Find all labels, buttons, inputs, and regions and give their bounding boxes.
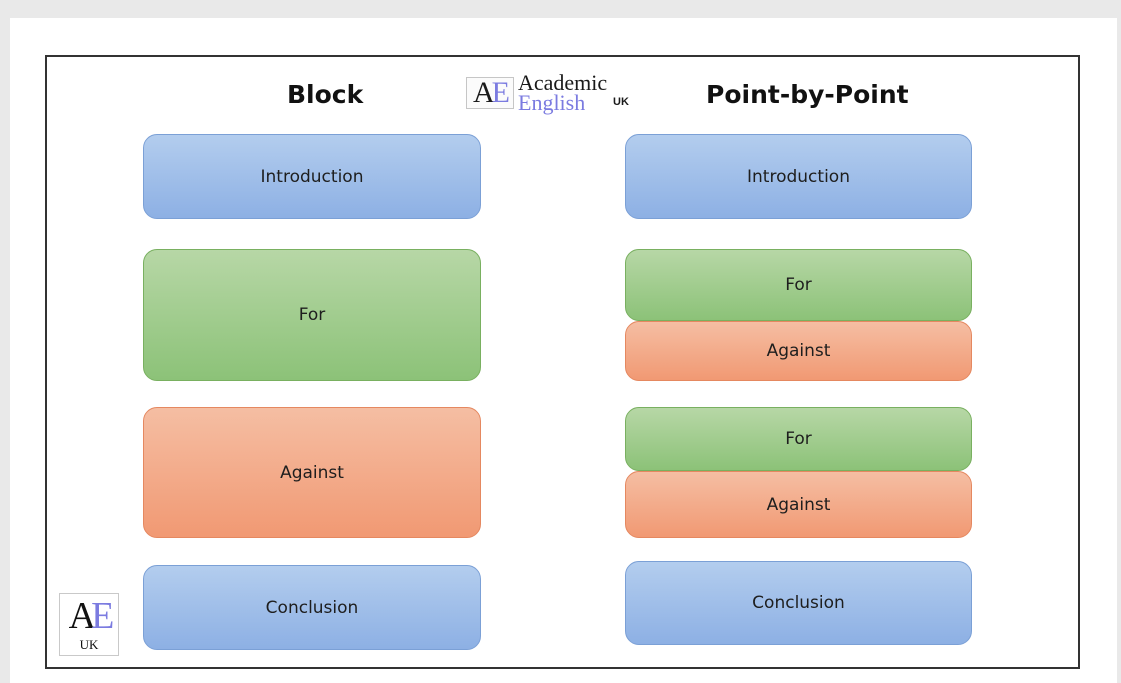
- pbp-for-box-1: For: [625, 249, 972, 321]
- pbp-against-box-2: Against: [625, 471, 972, 538]
- block-against-box: Against: [143, 407, 481, 538]
- corner-logo-letter-a: A: [68, 595, 97, 637]
- block-for-box: For: [143, 249, 481, 381]
- corner-logo-uk-text: UK: [79, 637, 99, 652]
- block-conclusion-box: Conclusion: [143, 565, 481, 650]
- logo-text-uk: UK: [613, 96, 629, 108]
- logo-letter-a: A: [473, 76, 495, 109]
- corner-logo-mark: AE: [60, 596, 118, 636]
- academic-english-logo: AE Academic English UK: [466, 70, 646, 115]
- pbp-for-box-2: For: [625, 407, 972, 471]
- logo-letter-e: E: [491, 76, 510, 109]
- point-by-point-heading: Point-by-Point: [706, 80, 909, 109]
- ae-uk-corner-logo: AE UK: [59, 593, 119, 656]
- pbp-against-box-1: Against: [625, 321, 972, 381]
- logo-text-english: English: [518, 90, 586, 115]
- pbp-introduction-box: Introduction: [625, 134, 972, 219]
- ae-logo-mark: AE: [466, 77, 514, 109]
- logo-text-academic: Academic: [518, 70, 608, 95]
- corner-logo-letter-e: E: [91, 595, 114, 637]
- block-heading: Block: [287, 80, 364, 109]
- block-introduction-box: Introduction: [143, 134, 481, 219]
- pbp-conclusion-box: Conclusion: [625, 561, 972, 645]
